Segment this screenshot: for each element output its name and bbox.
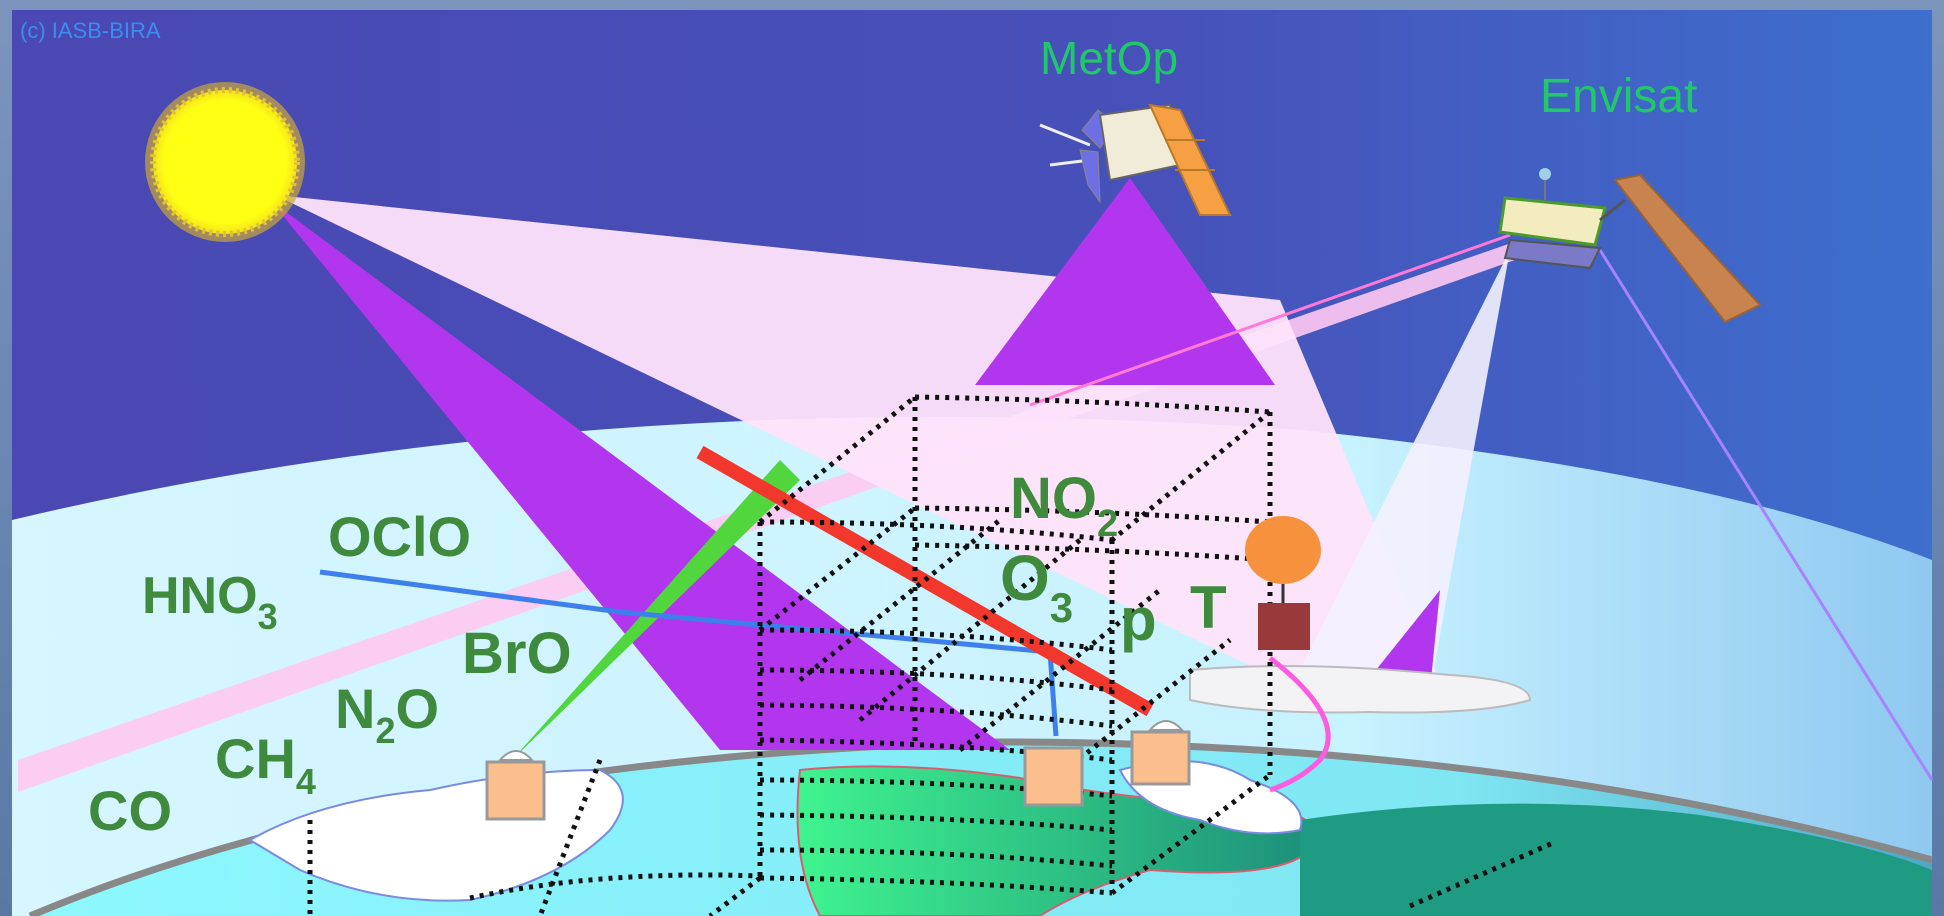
no2-label: NO2 [1010, 466, 1118, 545]
model-grid-box [307, 394, 1557, 916]
envisat-limb-line [1029, 233, 1511, 407]
envisat-satellite-icon [1498, 168, 1762, 324]
cloud [1189, 665, 1532, 714]
envisat-label: Envisat [1540, 70, 1697, 123]
pressure-label: p [1120, 586, 1157, 653]
sun-icon [145, 82, 305, 242]
n2o-label: N2O [335, 677, 439, 751]
far-continent-landmass [1300, 803, 1932, 916]
metop-satellite-icon [1039, 103, 1232, 216]
oclo-label: OClO [328, 505, 471, 568]
envisat-beam [1290, 250, 1510, 690]
metop-label: MetOp [1040, 32, 1178, 84]
ground-instrument-beam [512, 460, 800, 760]
lidar-beam-line [696, 445, 1154, 717]
sun-beam-nadir [270, 200, 1010, 750]
o3-label: O3 [1000, 542, 1073, 631]
balloon-trajectory-line [319, 569, 1059, 737]
hno3-label: HNO3 [142, 567, 278, 637]
metop-nadir-beam [975, 178, 1275, 385]
ground-instrument-left [485, 750, 546, 821]
ch4-label: CH4 [215, 727, 316, 802]
envisat-beam-tip [1360, 590, 1440, 690]
envisat-trailing-line [1598, 249, 1934, 781]
ground-station-box [1023, 746, 1084, 807]
balloon-sonde [1245, 516, 1321, 650]
co-label: CO [88, 779, 172, 842]
credit-label: (c) IASB-BIRA [20, 18, 161, 43]
temperature-label: T [1190, 574, 1227, 641]
ground-instrument-right [1130, 720, 1191, 786]
aircraft-trajectory [1268, 656, 1331, 793]
bro-label: BrO [462, 621, 572, 686]
